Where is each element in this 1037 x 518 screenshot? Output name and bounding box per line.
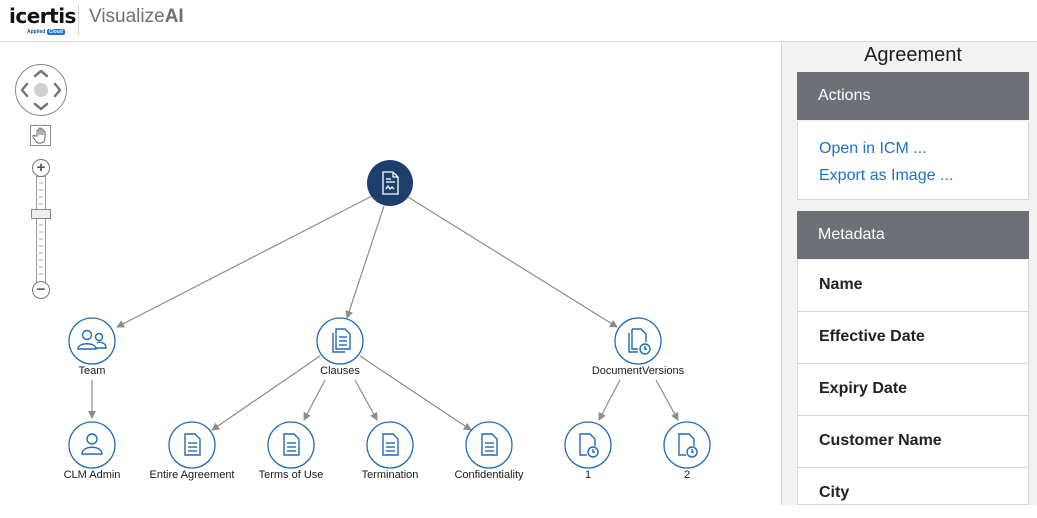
- edge-docversions-2: [655, 379, 679, 421]
- metadata-field-city: City: [797, 468, 1029, 505]
- document-icon: [481, 433, 498, 456]
- edge-clauses-entire: [211, 355, 321, 431]
- app-title-bold: AI: [164, 6, 184, 27]
- agreement-root-node[interactable]: [367, 160, 413, 206]
- zoom-in-button[interactable]: +: [32, 159, 50, 177]
- pan-arrows-icon: [20, 69, 62, 111]
- team-node[interactable]: [68, 317, 116, 365]
- zoom-out-button[interactable]: −: [32, 281, 50, 299]
- pan-down-icon[interactable]: [33, 102, 49, 111]
- user-icon: [81, 433, 103, 455]
- confidentiality-node[interactable]: [465, 421, 513, 469]
- termination-label: Termination: [361, 469, 419, 481]
- edge-root-clauses: [345, 205, 385, 319]
- actions-list: Open in ICM ... Export as Image ...: [797, 122, 1029, 200]
- version-2-node[interactable]: [663, 421, 711, 469]
- pan-right-icon[interactable]: [53, 82, 62, 98]
- document-icon: [283, 433, 300, 456]
- clm-admin-node[interactable]: [68, 421, 116, 469]
- details-panel: Agreement Actions Open in ICM ... Export…: [781, 42, 1037, 505]
- clauses-label: Clauses: [320, 365, 360, 377]
- zoom-ticks: [39, 182, 43, 275]
- version-2-label: 2: [683, 469, 691, 481]
- version-1-node[interactable]: [564, 421, 612, 469]
- pan-center-icon[interactable]: [34, 83, 48, 97]
- graph-svg: [68, 160, 711, 469]
- open-in-icm-link[interactable]: Open in ICM ...: [819, 140, 927, 157]
- actions-header[interactable]: Actions: [797, 72, 1029, 120]
- metadata-field-expiry-date: Expiry Date: [797, 364, 1029, 416]
- graph-canvas[interactable]: Team Clauses DocumentVersions CLM Admin …: [0, 42, 781, 505]
- terms-of-use-node[interactable]: [267, 421, 315, 469]
- logo-subtext: Applied Cloud: [27, 29, 65, 35]
- team-icon: [77, 329, 107, 350]
- document-version-icon: [678, 433, 698, 458]
- edge-docversions-1: [598, 379, 621, 421]
- metadata-field-effective-date: Effective Date: [797, 312, 1029, 364]
- pan-left-icon[interactable]: [20, 82, 29, 98]
- plus-icon: +: [36, 159, 46, 176]
- hand-tool-button[interactable]: [30, 125, 51, 146]
- header-divider: [78, 5, 79, 35]
- app-title-light: Visualize: [89, 6, 165, 27]
- clm-admin-label: CLM Admin: [63, 469, 121, 481]
- edge-root-docversions: [407, 196, 618, 328]
- team-label: Team: [78, 365, 106, 377]
- logo-sub-prefix: Applied: [27, 29, 46, 35]
- document-versions-label: DocumentVersions: [591, 365, 685, 377]
- panel-title: Agreement: [864, 44, 962, 66]
- entire-agreement-node[interactable]: [168, 421, 216, 469]
- export-as-image-link[interactable]: Export as Image ...: [819, 167, 954, 184]
- document-icon: [184, 433, 201, 456]
- confidentiality-label: Confidentiality: [454, 469, 524, 481]
- termination-node[interactable]: [366, 421, 414, 469]
- edge-root-team: [116, 195, 373, 328]
- clauses-node[interactable]: [316, 317, 364, 365]
- minus-icon: −: [36, 281, 46, 298]
- app-title: VisualizeAI: [89, 6, 184, 28]
- hand-icon: [32, 127, 46, 144]
- icertis-logo: icertis Applied Cloud: [9, 4, 76, 35]
- edge-clauses-terms: [303, 379, 326, 421]
- clauses-icon: [332, 328, 351, 353]
- entire-agreement-label: Entire Agreement: [149, 469, 235, 481]
- metadata-header[interactable]: Metadata: [797, 211, 1029, 259]
- agreement-document-icon: [382, 171, 399, 195]
- metadata-field-name: Name: [797, 260, 1029, 312]
- version-1-label: 1: [584, 469, 592, 481]
- terms-of-use-label: Terms of Use: [258, 469, 324, 481]
- document-versions-icon: [628, 328, 651, 355]
- logo-text: icertis: [9, 4, 76, 28]
- pan-up-icon[interactable]: [33, 69, 49, 78]
- document-versions-node[interactable]: [614, 317, 662, 365]
- zoom-slider-track[interactable]: [36, 176, 46, 284]
- edge-clauses-confidentiality: [359, 355, 472, 431]
- top-bar: icertis Applied Cloud VisualizeAI: [0, 0, 1037, 42]
- document-icon: [382, 433, 399, 456]
- zoom-slider-handle[interactable]: [31, 209, 51, 219]
- edge-clauses-termination: [354, 379, 378, 421]
- metadata-field-customer-name: Customer Name: [797, 416, 1029, 468]
- pan-navigation-control[interactable]: [15, 64, 67, 116]
- document-version-icon: [579, 433, 599, 458]
- logo-sub-box: Cloud: [46, 29, 65, 35]
